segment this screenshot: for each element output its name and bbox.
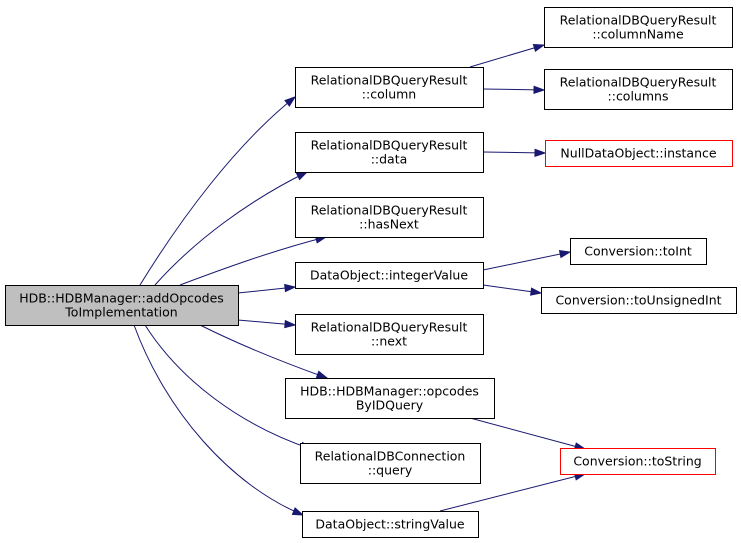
node-integerValue[interactable]: DataObject::integerValue — [295, 262, 484, 289]
node-label-hasNext-1: ::hasNext — [359, 217, 419, 232]
node-column[interactable]: RelationalDBQueryResult::column — [295, 67, 484, 108]
node-box-nullInstance — [545, 140, 733, 167]
node-box-toInt — [570, 238, 707, 265]
edge-root-column — [139, 96, 296, 286]
arrowhead-root-stringValue — [291, 507, 305, 516]
node-label-data-0: RelationalDBQueryResult — [311, 138, 468, 153]
node-query[interactable]: RelationalDBConnection::query — [300, 443, 481, 484]
edge-stringValue-toString — [439, 473, 586, 512]
node-toString[interactable]: Conversion::toString — [560, 448, 716, 475]
node-toUnsignedInt[interactable]: Conversion::toUnsignedInt — [541, 287, 737, 314]
node-next[interactable]: RelationalDBQueryResult::next — [295, 314, 484, 355]
edges — [133, 43, 587, 516]
node-box-opcodesByIDQuery — [285, 378, 495, 419]
node-label-opcodesByIDQuery-1: ByIDQuery — [356, 398, 424, 413]
node-label-hasNext-0: RelationalDBQueryResult — [311, 203, 468, 218]
node-label-query-0: RelationalDBConnection — [315, 449, 466, 464]
arrowhead-column-columnName — [532, 43, 546, 53]
edge-opcodes-toString — [469, 417, 586, 450]
node-data[interactable]: RelationalDBQueryResult::data — [295, 132, 484, 173]
node-box-toUnsignedInt — [541, 287, 737, 314]
edge-root-data — [154, 171, 308, 286]
edge-intval-toInt — [482, 251, 571, 271]
node-box-root — [5, 285, 239, 326]
edge-column-columnName — [469, 44, 545, 68]
node-label-toInt-0: Conversion::toInt — [584, 244, 692, 259]
node-root[interactable]: HDB::HDBManager::addOpcodesToImplementat… — [5, 285, 239, 326]
node-label-columns-1: ::columns — [608, 89, 669, 104]
node-label-stringValue-0: DataObject::stringValue — [315, 517, 464, 532]
node-box-column — [295, 67, 484, 108]
node-label-toUnsignedInt-0: Conversion::toUnsignedInt — [555, 293, 721, 308]
node-box-columns — [544, 69, 733, 110]
node-box-data — [295, 132, 484, 173]
node-box-integerValue — [295, 262, 484, 289]
node-label-column-0: RelationalDBQueryResult — [311, 73, 468, 88]
node-stringValue[interactable]: DataObject::stringValue — [302, 511, 479, 538]
node-label-root-1: ToImplementation — [64, 305, 177, 320]
node-label-column-1: ::column — [362, 87, 416, 102]
arrowhead-root-column — [284, 96, 297, 107]
node-toInt[interactable]: Conversion::toInt — [570, 238, 707, 265]
arrowhead-root-data — [295, 171, 309, 181]
arrowhead-root-opcodes — [315, 370, 329, 379]
edge-root-stringValue — [133, 324, 304, 516]
node-label-columns-0: RelationalDBQueryResult — [560, 75, 717, 90]
node-label-nullInstance-0: NullDataObject::instance — [560, 146, 716, 161]
node-box-stringValue — [302, 511, 479, 538]
node-label-root-0: HDB::HDBManager::addOpcodes — [19, 291, 224, 306]
arrowhead-data-nullInstance — [534, 148, 547, 158]
node-box-hasNext — [295, 197, 484, 238]
node-label-opcodesByIDQuery-0: HDB::HDBManager::opcodes — [300, 384, 479, 399]
node-label-next-1: ::next — [371, 334, 407, 349]
node-label-data-1: ::data — [371, 152, 408, 167]
arrowhead-root-integerValue — [284, 283, 297, 293]
arrowhead-intval-toUnsigned — [530, 287, 543, 296]
node-nullInstance[interactable]: NullDataObject::instance — [545, 140, 733, 167]
node-label-query-1: ::query — [368, 463, 413, 478]
node-hasNext[interactable]: RelationalDBQueryResult::hasNext — [295, 197, 484, 238]
node-box-columnName — [544, 7, 733, 48]
arrowhead-intval-toInt — [558, 250, 572, 259]
node-columns[interactable]: RelationalDBQueryResult::columns — [544, 69, 733, 110]
node-columnName[interactable]: RelationalDBQueryResult::columnName — [544, 7, 733, 48]
nodes: HDB::HDBManager::addOpcodesToImplementat… — [5, 7, 737, 538]
node-box-next — [295, 314, 484, 355]
node-label-columnName-1: ::columnName — [592, 27, 684, 42]
node-box-toString — [560, 448, 716, 475]
edge-root-hasNext — [179, 236, 327, 286]
arrowhead-root-next — [284, 319, 297, 329]
edge-root-opcodes — [199, 324, 328, 379]
node-label-integerValue-0: DataObject::integerValue — [310, 268, 468, 283]
node-label-next-0: RelationalDBQueryResult — [311, 320, 468, 335]
arrowhead-column-columns — [533, 85, 546, 95]
node-label-toString-0: Conversion::toString — [573, 454, 701, 469]
node-label-columnName-0: RelationalDBQueryResult — [560, 13, 717, 28]
edge-root-query — [144, 324, 312, 450]
node-box-query — [300, 443, 481, 484]
